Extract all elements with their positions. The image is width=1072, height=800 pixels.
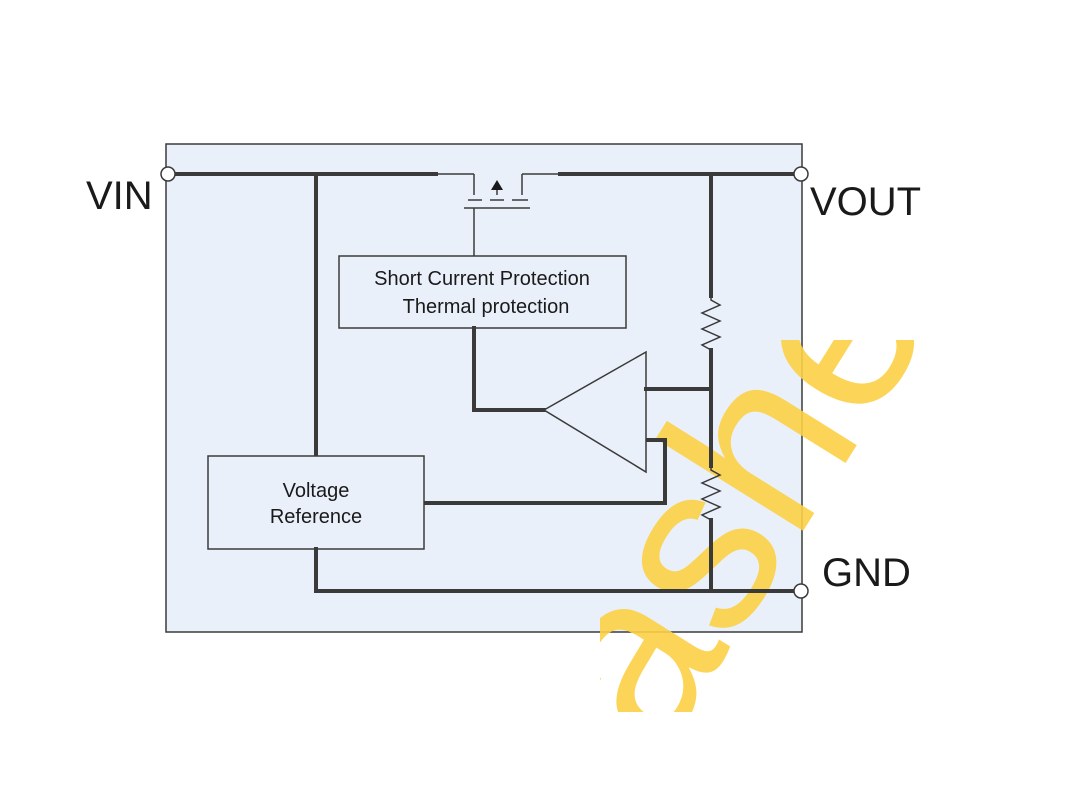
amp-output-wire <box>472 326 546 412</box>
pass-transistor-icon <box>436 173 560 256</box>
error-amplifier-icon <box>542 350 647 474</box>
voltage-reference-block <box>207 455 425 550</box>
gnd-terminal <box>793 583 809 599</box>
resistor-bottom-icon <box>700 466 722 521</box>
resistor-top-icon <box>700 296 722 351</box>
vin-terminal <box>160 166 176 182</box>
gnd-rail <box>314 547 798 593</box>
reference-label-line2: Reference <box>270 506 362 528</box>
reference-to-amp-wire <box>422 438 667 505</box>
vout-label: VOUT <box>810 180 921 224</box>
protection-label-line1: Short Current Protection <box>374 268 590 290</box>
vin-label: VIN <box>86 174 153 218</box>
reference-label-line1: Voltage <box>283 480 350 502</box>
vout-terminal <box>793 166 809 182</box>
gnd-label: GND <box>822 551 911 595</box>
protection-block <box>338 255 627 329</box>
protection-label-line2: Thermal protection <box>403 296 570 318</box>
